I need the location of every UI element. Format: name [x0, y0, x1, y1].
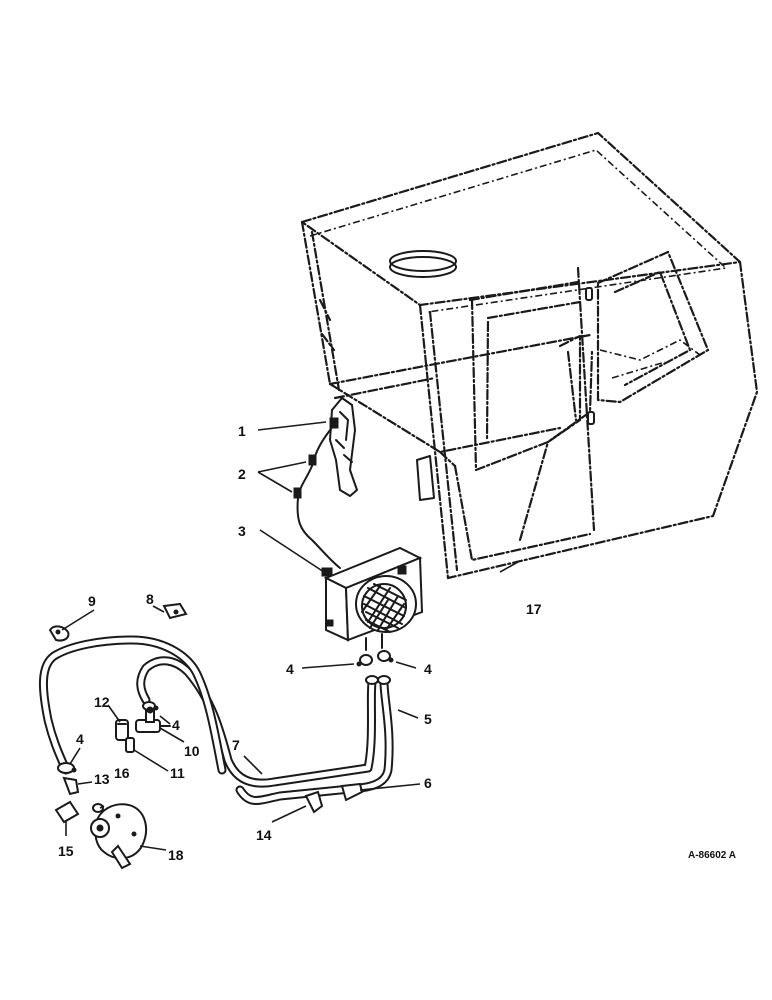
heater-hoses [38, 635, 394, 805]
callout-14: 14 [256, 827, 272, 843]
callout-11: 11 [170, 765, 185, 781]
callout-4-left: 4 [76, 731, 84, 747]
bracket-15 [54, 800, 80, 824]
fitting-12 [115, 719, 129, 741]
callout-8: 8 [146, 591, 154, 607]
hose-clamps-heater [356, 650, 394, 667]
callout-10: 10 [184, 743, 200, 759]
callout-2: 2 [238, 466, 246, 482]
heater-unit [321, 546, 424, 651]
fitting-16 [92, 803, 104, 813]
hose-clip-9 [48, 625, 70, 642]
callout-15: 15 [58, 843, 74, 859]
callout-4-heater-left: 4 [286, 661, 294, 677]
callout-9: 9 [88, 593, 96, 609]
callout-1: 1 [238, 423, 246, 439]
cab-outline [300, 131, 759, 580]
hose-clip-8 [162, 602, 188, 620]
water-pump [90, 803, 148, 870]
callout-7: 7 [232, 737, 240, 753]
callout-16: 16 [114, 765, 130, 781]
hose-clamp-left [57, 762, 77, 774]
elbow-13 [62, 776, 80, 796]
callout-6: 6 [424, 775, 432, 791]
callout-labels: 1 2 3 4 4 4 4 5 6 7 8 9 10 11 12 13 14 1… [58, 423, 542, 863]
nipple-11 [125, 737, 135, 753]
callout-17: 17 [526, 601, 542, 617]
callout-4-heater-right: 4 [424, 661, 432, 677]
callout-3: 3 [238, 523, 246, 539]
heater-control-switch [329, 397, 358, 497]
callout-13: 13 [94, 771, 110, 787]
leader-lines [61, 421, 519, 851]
callout-12: 12 [94, 694, 110, 710]
bracket-6 [340, 782, 364, 802]
callout-18: 18 [168, 847, 184, 863]
drawing-number: A-86602 A [688, 850, 736, 861]
bracket-14 [304, 790, 324, 814]
wiring-harness [293, 424, 341, 569]
callout-5: 5 [424, 711, 432, 727]
shutoff-valve [135, 706, 171, 733]
callout-4-elbow: 4 [172, 717, 180, 733]
